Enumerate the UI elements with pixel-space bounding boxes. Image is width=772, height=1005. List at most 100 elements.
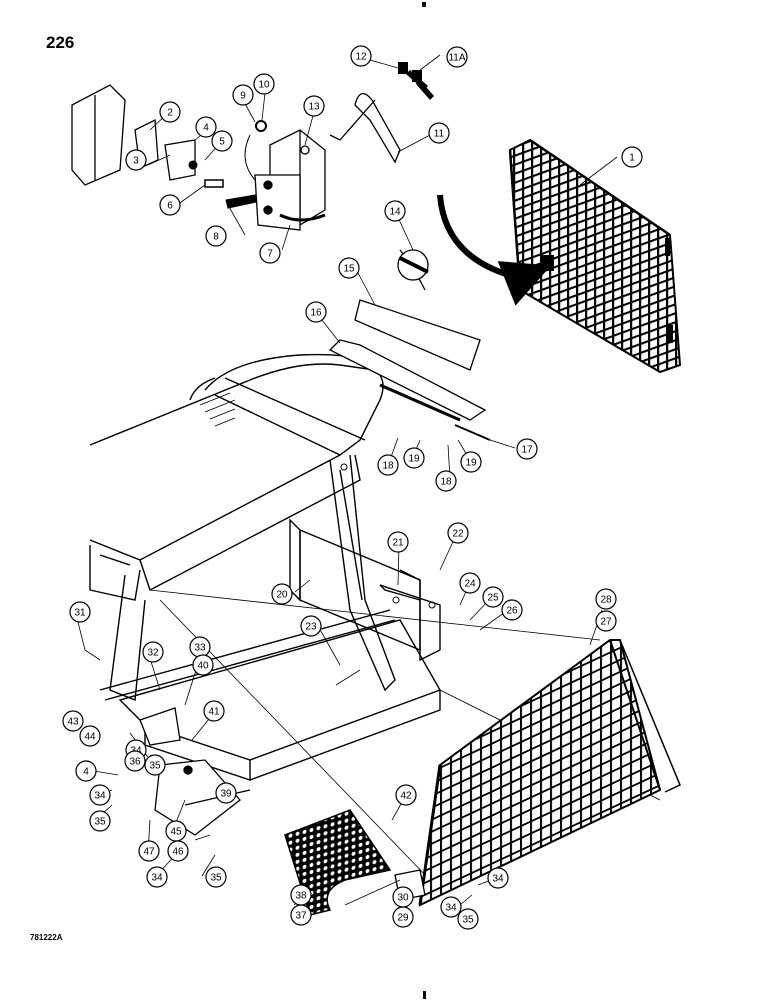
callout-number: 11A	[448, 53, 465, 64]
callout-circle	[144, 754, 166, 776]
callout-balloon: 10	[253, 73, 275, 95]
callout-circle	[459, 572, 481, 594]
callout-balloon: 44	[79, 725, 101, 747]
callout-circle	[159, 101, 181, 123]
callout-circle	[195, 116, 217, 138]
callout-balloon: 8	[205, 225, 227, 247]
callout-number: 27	[600, 617, 612, 628]
callout-balloon: 36	[124, 750, 146, 772]
callout-circle	[395, 784, 417, 806]
callout-balloon: 22	[447, 522, 469, 544]
callout-circle	[384, 200, 406, 222]
callout-balloon: 28	[595, 588, 617, 610]
callout-number: 34	[151, 873, 163, 884]
callout-balloon: 15	[338, 257, 360, 279]
latch-assembly	[244, 93, 401, 231]
callout-balloon: 34	[487, 867, 509, 889]
callout-balloon: 23	[300, 615, 322, 637]
callout-balloon: 1	[621, 146, 643, 168]
drawing-id: 781222A	[30, 933, 63, 942]
callout-number: 38	[295, 891, 307, 902]
callout-number: 42	[400, 791, 412, 802]
callout-number: 4	[203, 123, 209, 134]
callout-balloon: 35	[89, 810, 111, 832]
callout-number: 21	[392, 538, 404, 549]
callout-number: 37	[295, 911, 307, 922]
callout-circle	[457, 908, 479, 930]
callout-balloon: 19	[460, 451, 482, 473]
callout-balloon: 26	[501, 599, 523, 621]
frame-bolt-hole	[428, 601, 436, 609]
callout-number: 33	[194, 643, 206, 654]
callout-circle	[595, 588, 617, 610]
callout-balloon: 11A	[446, 46, 468, 68]
callout-balloon: 32	[142, 641, 164, 663]
callout-balloon: 9	[232, 84, 254, 106]
callout-circle	[305, 301, 327, 323]
callout-balloon: 47	[138, 840, 160, 862]
callout-circle	[377, 454, 399, 476]
callout-number: 32	[147, 648, 159, 659]
callout-number: 30	[397, 893, 409, 904]
callout-circle	[215, 782, 237, 804]
callout-circle	[447, 522, 469, 544]
callout-number: 34	[445, 903, 457, 914]
callout-balloon: 43	[62, 710, 84, 732]
door-install-arrow	[437, 194, 552, 306]
callout-number: 5	[219, 137, 225, 148]
callout-number: 9	[240, 91, 246, 102]
callout-circle	[482, 586, 504, 608]
callout-circle	[446, 46, 468, 68]
callout-number: 3	[133, 156, 139, 167]
callout-circle	[392, 886, 414, 908]
callout-balloon: 34	[146, 866, 168, 888]
callout-number: 8	[213, 232, 219, 243]
callout-balloon: 12	[350, 45, 372, 67]
callout-number: 14	[389, 207, 401, 218]
callout-circle	[516, 438, 538, 460]
callout-balloon: 41	[203, 700, 225, 722]
callout-circle	[79, 725, 101, 747]
callout-balloon: 25	[482, 586, 504, 608]
callout-circle	[501, 599, 523, 621]
callout-balloon: 35	[205, 866, 227, 888]
callout-balloon: 24	[459, 572, 481, 594]
page-number: 226	[46, 33, 75, 52]
callout-number: 25	[487, 593, 499, 604]
callout-number: 24	[464, 579, 476, 590]
callout-circle	[387, 531, 409, 553]
callout-number: 19	[465, 458, 477, 469]
callout-number: 35	[94, 817, 106, 828]
callout-circle	[259, 242, 281, 264]
callout-circle	[124, 750, 146, 772]
callout-circle	[138, 840, 160, 862]
frame-bolt-hole	[392, 596, 400, 604]
callout-circle	[232, 84, 254, 106]
callout-number: 15	[343, 264, 355, 275]
callout-balloon: 4	[75, 760, 97, 782]
callout-balloon: 7	[259, 242, 281, 264]
callout-circle	[69, 601, 91, 623]
callout-balloon: 13	[303, 95, 325, 117]
callout-number: 40	[197, 661, 209, 672]
callout-balloon: 33	[189, 636, 211, 658]
callout-balloon: 27	[595, 610, 617, 632]
callout-number: 11	[434, 129, 445, 140]
callout-number: 7	[267, 249, 273, 260]
callout-balloon: 21	[387, 531, 409, 553]
callout-circle	[253, 73, 275, 95]
callout-balloon: 19	[403, 447, 425, 469]
callout-circle	[142, 641, 164, 663]
callout-number: 47	[143, 847, 155, 858]
callout-number: 20	[276, 590, 288, 601]
callout-balloon: 11	[428, 122, 450, 144]
callout-circle	[192, 654, 214, 676]
callout-balloon: 17	[516, 438, 538, 460]
door-screen-assembly	[508, 138, 682, 374]
callout-number: 28	[600, 595, 612, 606]
callout-circle	[435, 470, 457, 492]
callout-number: 29	[397, 913, 409, 924]
callout-circle	[205, 866, 227, 888]
